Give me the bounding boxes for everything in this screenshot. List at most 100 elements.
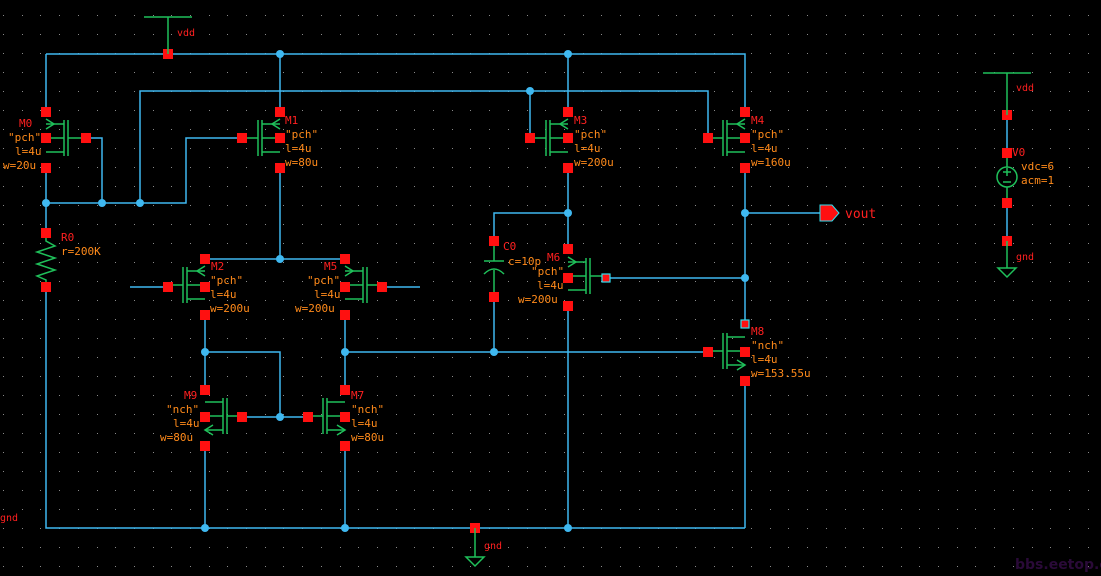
label-M3-model: "pch" xyxy=(574,128,607,141)
junction-dot xyxy=(490,348,498,356)
label-M7-w: w=80u xyxy=(351,431,384,444)
junction-dot xyxy=(564,209,572,217)
pin[interactable] xyxy=(200,310,210,320)
junction-dot xyxy=(741,209,749,217)
junction-dot xyxy=(526,87,534,95)
pin[interactable] xyxy=(740,163,750,173)
label-M9-l: l=4u xyxy=(173,417,200,430)
pin[interactable] xyxy=(340,282,350,292)
label-M7-name: M7 xyxy=(351,389,364,402)
pin[interactable] xyxy=(200,385,210,395)
pin[interactable] xyxy=(563,301,573,311)
gnd-symbol-source[interactable]: gnd xyxy=(996,241,1034,279)
label-M2-model: "pch" xyxy=(210,274,243,287)
vout-output-pin[interactable]: vout xyxy=(819,204,876,222)
pin[interactable] xyxy=(740,347,750,357)
label-M4-model: "pch" xyxy=(751,128,784,141)
pin[interactable] xyxy=(740,133,750,143)
pin[interactable] xyxy=(340,385,350,395)
pin[interactable] xyxy=(563,133,573,143)
label-M1-w: w=80u xyxy=(285,156,318,169)
pin[interactable] xyxy=(275,163,285,173)
pin[interactable] xyxy=(489,292,499,302)
label-M6-name: M6 xyxy=(547,251,560,264)
pin[interactable] xyxy=(237,133,247,143)
label-R0-value: r=200K xyxy=(61,245,101,258)
labels: M0 "pch" l=4u w=20u M1 "pch" l=4u w=80u … xyxy=(3,114,1054,444)
selected-pin[interactable] xyxy=(601,273,611,283)
device-symbols xyxy=(34,118,1018,436)
label-M3-l: l=4u xyxy=(574,142,601,155)
pin[interactable] xyxy=(740,107,750,117)
mosfet-M3[interactable] xyxy=(530,118,569,156)
pin[interactable] xyxy=(41,133,51,143)
pin[interactable] xyxy=(703,347,713,357)
pin[interactable] xyxy=(275,107,285,117)
pin[interactable] xyxy=(275,133,285,143)
label-M3-name: M3 xyxy=(574,114,587,127)
pin[interactable] xyxy=(200,282,210,292)
pin[interactable] xyxy=(563,273,573,283)
pin[interactable] xyxy=(200,254,210,264)
pin[interactable] xyxy=(740,376,750,386)
pin[interactable] xyxy=(489,236,499,246)
mosfet-M9[interactable] xyxy=(203,398,243,436)
pin[interactable] xyxy=(563,244,573,254)
label-M8-model: "nch" xyxy=(751,339,784,352)
net-label-vdd: vdd xyxy=(177,28,195,39)
junction-dot xyxy=(341,524,349,532)
junction-dot xyxy=(136,199,144,207)
pin[interactable] xyxy=(81,133,91,143)
pin[interactable] xyxy=(340,310,350,320)
wire-vdd-rail[interactable] xyxy=(46,53,746,112)
gnd-symbol-main[interactable]: gnd xyxy=(464,528,502,568)
mosfet-M4[interactable] xyxy=(707,118,746,156)
capacitor-C0[interactable] xyxy=(483,241,505,297)
label-M6-w: w=200u xyxy=(518,293,558,306)
pin[interactable] xyxy=(340,441,350,451)
mosfet-M6[interactable] xyxy=(567,256,606,294)
label-M7-model: "nch" xyxy=(351,403,384,416)
pin[interactable] xyxy=(340,254,350,264)
pin[interactable] xyxy=(41,282,51,292)
selected-pin[interactable] xyxy=(740,319,750,329)
mosfet-M5[interactable] xyxy=(344,265,383,303)
pin[interactable] xyxy=(41,107,51,117)
net-label-gnd-source: gnd xyxy=(1016,252,1034,263)
pin[interactable] xyxy=(1002,198,1012,208)
label-M5-l: l=4u xyxy=(314,288,341,301)
junction-dot xyxy=(42,199,50,207)
vdd-symbol-source[interactable]: vdd xyxy=(983,72,1034,115)
pin[interactable] xyxy=(340,412,350,422)
pin[interactable] xyxy=(1002,148,1012,158)
mosfet-M2[interactable] xyxy=(167,265,206,303)
pin[interactable] xyxy=(563,107,573,117)
mosfet-M1[interactable] xyxy=(242,118,281,156)
pin[interactable] xyxy=(200,441,210,451)
label-M2-w: w=200u xyxy=(210,302,250,315)
mosfet-M8[interactable] xyxy=(707,333,747,371)
label-M4-name: M4 xyxy=(751,114,765,127)
resistor-R0[interactable] xyxy=(34,233,58,287)
net-label-gnd: gnd xyxy=(484,541,502,552)
watermark: bbs.eetop.cn xyxy=(1015,557,1101,573)
vdd-symbol-main[interactable]: vdd xyxy=(144,16,195,54)
pin[interactable] xyxy=(563,163,573,173)
junction-dots xyxy=(42,50,749,532)
junction-dot xyxy=(276,50,284,58)
pin[interactable] xyxy=(163,282,173,292)
mosfet-M7[interactable] xyxy=(307,398,347,436)
pin[interactable] xyxy=(41,228,51,238)
pin[interactable] xyxy=(525,133,535,143)
mosfet-M0[interactable] xyxy=(45,118,84,156)
pin[interactable] xyxy=(200,412,210,422)
pin[interactable] xyxy=(303,412,313,422)
label-M5-w: w=200u xyxy=(295,302,335,315)
pin[interactable] xyxy=(377,282,387,292)
pin[interactable] xyxy=(237,412,247,422)
voltage-source-V0[interactable] xyxy=(996,153,1018,203)
label-M3-w: w=200u xyxy=(574,156,614,169)
pin[interactable] xyxy=(41,163,51,173)
pin[interactable] xyxy=(703,133,713,143)
